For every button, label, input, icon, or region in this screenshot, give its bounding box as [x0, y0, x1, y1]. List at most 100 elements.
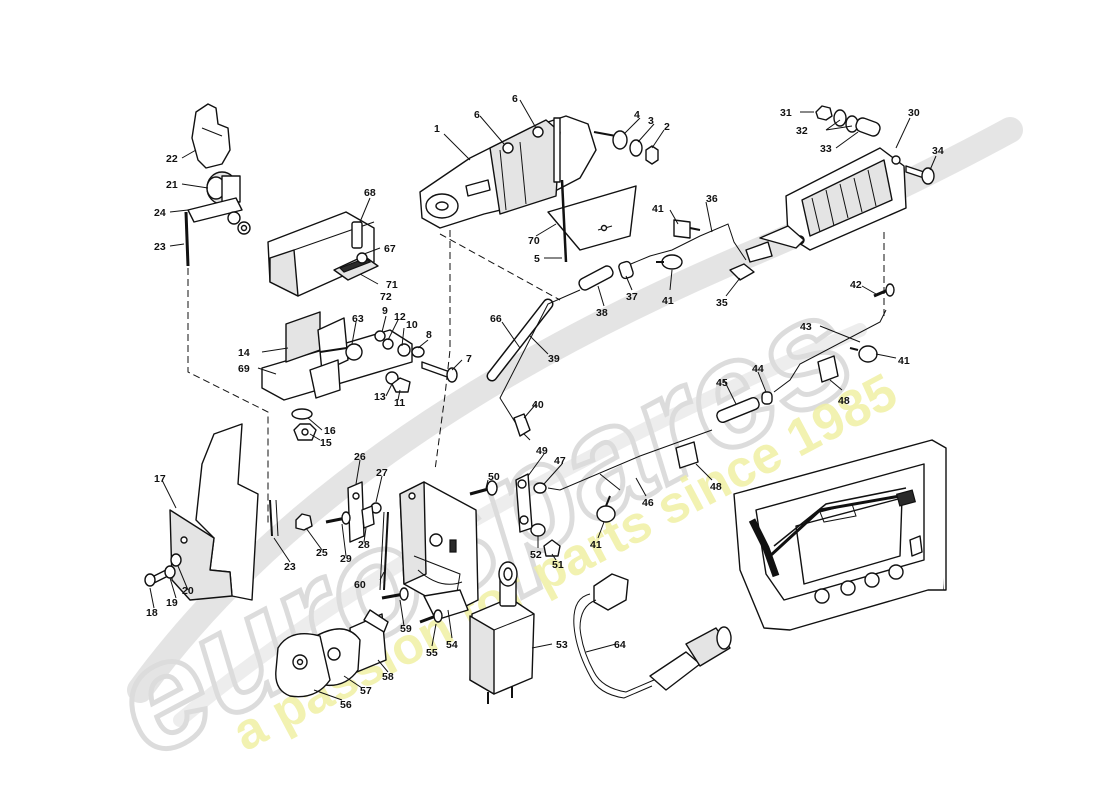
callout-17: 17	[154, 473, 166, 485]
callout-41c: 41	[898, 355, 910, 367]
callout-49: 49	[536, 445, 548, 457]
part-17-bracket	[169, 423, 259, 601]
part-38-tube	[578, 265, 614, 291]
part-48-pad-b	[675, 441, 699, 469]
callout-38: 38	[596, 307, 608, 319]
callout-12: 12	[394, 311, 406, 323]
part-25-nut	[295, 513, 313, 531]
part-34-screw	[905, 165, 935, 185]
part-35-clip	[729, 241, 773, 281]
callout-48a: 48	[838, 395, 850, 407]
callout-37: 37	[626, 291, 638, 303]
callout-33: 33	[820, 143, 832, 155]
part-66-rod	[486, 298, 554, 382]
callout-19: 19	[166, 597, 178, 609]
callout-4: 4	[634, 109, 640, 121]
callout-18: 18	[146, 607, 158, 619]
part-55-screw	[419, 609, 443, 624]
callout-9: 9	[382, 305, 388, 317]
callout-55: 55	[426, 647, 438, 659]
callout-41d: 41	[590, 539, 602, 551]
part-41-clip-a	[673, 219, 701, 239]
callout-1: 1	[434, 123, 440, 135]
part-23-rod-lower	[269, 499, 279, 537]
callout-6a: 6	[474, 109, 480, 121]
callout-34: 34	[932, 145, 944, 157]
callout-70: 70	[528, 235, 540, 247]
callout-67: 67	[384, 243, 396, 255]
callout-44: 44	[752, 363, 764, 375]
callout-3: 3	[648, 115, 654, 127]
part-60-rod	[379, 511, 389, 591]
part-11-nut	[385, 371, 411, 393]
callout-40: 40	[532, 399, 544, 411]
part-59-screw	[381, 587, 409, 601]
part-15-nut	[293, 423, 317, 441]
callout-60: 60	[354, 579, 366, 591]
part-14-bracket	[261, 311, 413, 401]
part-43-rod	[773, 309, 887, 393]
callout-5: 5	[534, 253, 540, 265]
callout-43: 43	[800, 321, 812, 333]
part-44-sleeve	[761, 391, 773, 405]
door-panel	[733, 439, 947, 631]
callout-27: 27	[376, 467, 388, 479]
part-2-nut	[645, 145, 659, 165]
part-1-lever-assembly	[419, 115, 597, 229]
callout-13: 13	[374, 391, 386, 403]
callout-21: 21	[166, 179, 178, 191]
callout-69: 69	[238, 363, 250, 375]
callout-47: 47	[554, 455, 566, 467]
part-45-tube	[716, 397, 760, 423]
part-41-clip-b	[656, 254, 683, 270]
part-41-clip-d	[596, 495, 616, 523]
callout-59: 59	[400, 623, 412, 635]
part-19-washer	[164, 565, 176, 579]
callout-35: 35	[716, 297, 728, 309]
part-31-nut	[815, 105, 833, 121]
part-36-rod	[625, 223, 747, 267]
part-56-cover	[275, 633, 331, 698]
part-33-spacer	[855, 117, 881, 137]
callout-16: 16	[324, 425, 336, 437]
callout-50: 50	[488, 471, 500, 483]
callout-2: 2	[664, 121, 670, 133]
callout-22: 22	[166, 153, 178, 165]
part-40-clip	[513, 413, 531, 437]
callout-52: 52	[530, 549, 542, 561]
callout-41a: 41	[652, 203, 664, 215]
part-30-exterior-handle	[759, 147, 907, 251]
callout-10: 10	[406, 319, 418, 331]
part-64-harness	[573, 573, 732, 699]
leader-lines	[149, 99, 937, 701]
callout-32: 32	[796, 125, 808, 137]
callout-20: 20	[182, 585, 194, 597]
alignment-lines	[187, 230, 885, 525]
part-47-clip	[533, 482, 547, 494]
callout-30: 30	[908, 107, 920, 119]
part-70-plate	[547, 185, 637, 251]
part-4-washer	[593, 130, 628, 150]
callout-57: 57	[360, 685, 372, 697]
part-7-bolt	[411, 346, 458, 383]
callout-66: 66	[490, 313, 502, 325]
callout-71: 71	[386, 279, 398, 291]
part-3-washer	[629, 139, 643, 157]
part-37-sleeve	[618, 260, 634, 280]
callout-46: 46	[642, 497, 654, 509]
callout-14: 14	[238, 347, 250, 359]
callout-42: 42	[850, 279, 862, 291]
part-22-clip	[191, 103, 231, 169]
part-50-bolt	[469, 480, 498, 496]
part-53-actuator	[469, 561, 535, 704]
callout-48b: 48	[710, 481, 722, 493]
part-24-bolt	[187, 197, 251, 235]
callout-53: 53	[556, 639, 568, 651]
part-28-spring	[361, 505, 375, 529]
callout-25: 25	[316, 547, 328, 559]
callout-51: 51	[552, 559, 564, 571]
part-54-lock-body	[399, 481, 479, 621]
callout-56: 56	[340, 699, 352, 711]
callout-28: 28	[358, 539, 370, 551]
